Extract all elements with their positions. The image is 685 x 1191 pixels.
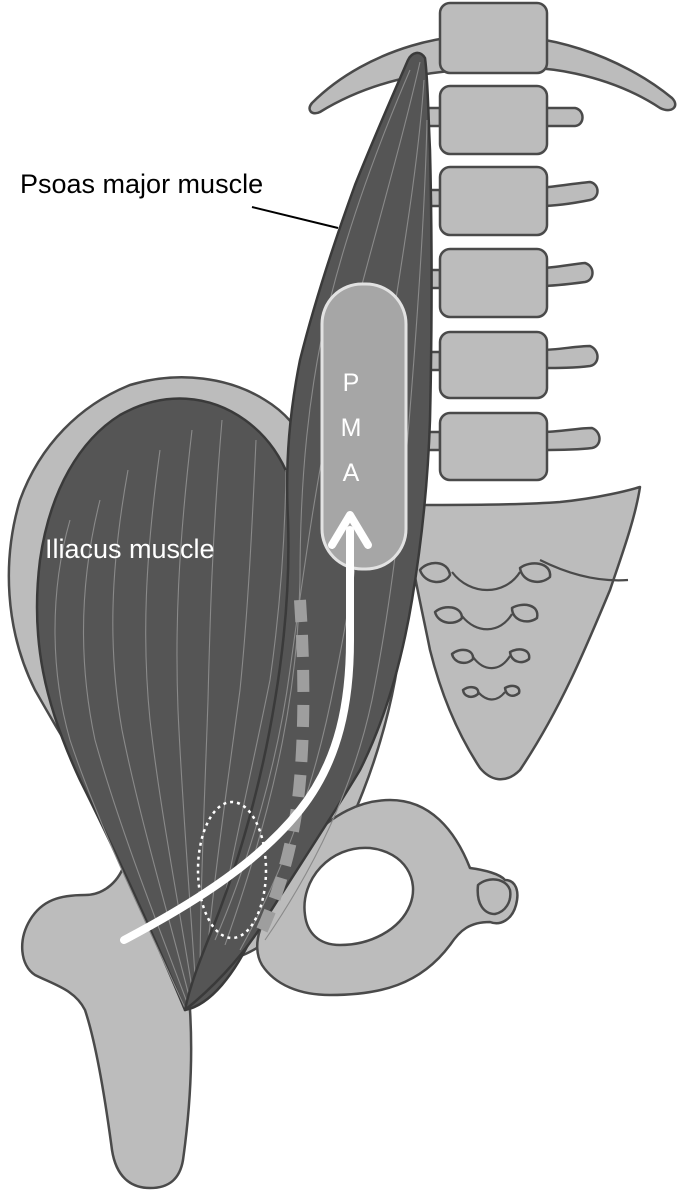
pma-box: [320, 282, 408, 571]
sacrum: [402, 485, 642, 781]
vertebral-bodies: [438, 1, 549, 482]
white-arrow: [120, 511, 372, 944]
obturator-foramen: [303, 846, 415, 947]
arrowhead-icon: [328, 511, 372, 549]
pma-letter-p: P: [343, 369, 360, 397]
sacral-foramina: [418, 561, 552, 701]
psoas-label: Psoas major muscle: [20, 169, 263, 199]
pma-letter-a: A: [343, 459, 360, 487]
pma-letter-m: M: [341, 414, 362, 442]
psoas-leader-line: [251, 206, 339, 229]
dashed-drainage-path: [256, 599, 310, 933]
iliacus-label: Iliacus muscle: [45, 534, 215, 564]
dotted-circle: [196, 800, 268, 940]
